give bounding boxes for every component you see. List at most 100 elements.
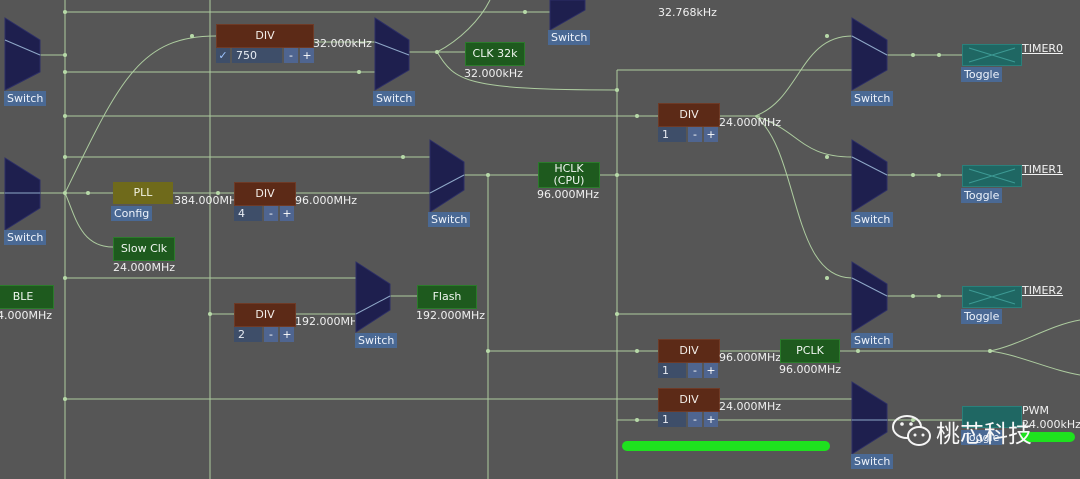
wechat-icon bbox=[890, 410, 934, 450]
switch-label[interactable]: Switch bbox=[4, 91, 47, 106]
div-ratio-control: 1 - + bbox=[658, 363, 718, 378]
increment-button[interactable]: + bbox=[704, 127, 718, 142]
div-ratio-control: 1 - + bbox=[658, 412, 718, 427]
div-block: DIV bbox=[216, 24, 314, 48]
increment-button[interactable]: + bbox=[704, 412, 718, 427]
decrement-button[interactable]: - bbox=[284, 48, 298, 63]
div-block: DIV bbox=[234, 182, 296, 206]
switch-label[interactable]: Switch bbox=[851, 212, 894, 227]
check-icon[interactable]: ✓ bbox=[216, 48, 230, 63]
timer2-block bbox=[962, 286, 1022, 308]
decrement-button[interactable]: - bbox=[264, 327, 278, 342]
increment-button[interactable]: + bbox=[280, 327, 294, 342]
switch-label[interactable]: Switch bbox=[851, 454, 894, 469]
decrement-button[interactable]: - bbox=[688, 127, 702, 142]
div-ratio-control: 2 - + bbox=[234, 327, 294, 342]
timer1-label: TIMER1 bbox=[1022, 163, 1064, 176]
pll-output-freq: 384.000MHz bbox=[174, 194, 234, 207]
ble-freq: 24.000MHz bbox=[0, 309, 53, 322]
hclk-freq: 96.000MHz bbox=[537, 188, 600, 201]
div-output-freq: 24.000MHz bbox=[719, 400, 782, 413]
div-ratio-value[interactable]: 1 bbox=[658, 412, 686, 427]
flash-freq: 192.000MHz bbox=[416, 309, 486, 322]
slow-clk-freq: 24.000MHz bbox=[113, 261, 176, 274]
ble-block: BLE bbox=[0, 285, 54, 309]
mux-shape bbox=[549, 0, 586, 31]
slow-clk-block: Slow Clk bbox=[113, 237, 175, 261]
div-output-freq: 96.000MHz bbox=[719, 351, 782, 364]
mux-internal-paths bbox=[4, 35, 888, 421]
mux-shape bbox=[851, 261, 888, 333]
progress-bar-fill bbox=[1020, 432, 1075, 442]
mux-shape bbox=[851, 17, 888, 91]
timer-icon bbox=[968, 289, 1016, 305]
switch-label[interactable]: Switch bbox=[373, 91, 416, 106]
mux-shape bbox=[851, 381, 888, 455]
freq-readout-32768: 32.768kHz bbox=[658, 6, 717, 19]
mux-shape bbox=[374, 17, 410, 91]
timer1-toggle-button[interactable]: Toggle bbox=[961, 188, 1003, 203]
timer-icon bbox=[968, 47, 1016, 63]
progress-bar-fill bbox=[622, 441, 830, 451]
switch-label[interactable]: Switch bbox=[851, 333, 894, 348]
mux-shape bbox=[355, 261, 391, 333]
timer0-toggle-button[interactable]: Toggle bbox=[961, 67, 1003, 82]
div-ratio-value[interactable]: 1 bbox=[658, 127, 686, 142]
pwm-freq: 24.000kHz bbox=[1022, 418, 1080, 431]
mux-shape bbox=[4, 157, 41, 231]
pwm-toggle-button[interactable]: Toggle bbox=[961, 430, 1003, 445]
timer-icon bbox=[968, 168, 1016, 184]
multiplexers bbox=[4, 0, 888, 455]
timer0-label: TIMER0 bbox=[1022, 42, 1064, 55]
pwm-label: PWM bbox=[1022, 404, 1050, 417]
div-ratio-value[interactable]: 1 bbox=[658, 363, 686, 378]
switch-label[interactable]: Switch bbox=[851, 91, 894, 106]
pclk-block: PCLK bbox=[780, 339, 840, 363]
increment-button[interactable]: + bbox=[704, 363, 718, 378]
decrement-button[interactable]: - bbox=[688, 412, 702, 427]
div-ratio-value[interactable]: 750 bbox=[232, 48, 282, 63]
flash-block: Flash bbox=[417, 285, 477, 309]
switch-label[interactable]: Switch bbox=[428, 212, 471, 227]
pclk-freq: 96.000MHz bbox=[779, 363, 842, 376]
div-ratio-value[interactable]: 4 bbox=[234, 206, 262, 221]
div-ratio-value[interactable]: 2 bbox=[234, 327, 262, 342]
div-output-freq: 192.000MHz bbox=[295, 315, 355, 328]
pll-block: PLL bbox=[113, 182, 173, 204]
timer2-label: TIMER2 bbox=[1022, 284, 1064, 297]
mux-shape bbox=[429, 139, 465, 213]
div-block: DIV bbox=[658, 103, 720, 127]
pwm-block bbox=[962, 406, 1022, 428]
clk32k-block: CLK 32k bbox=[465, 42, 525, 66]
timer1-block bbox=[962, 165, 1022, 187]
div-block: DIV bbox=[234, 303, 296, 327]
div-output-freq: 32.000kHz bbox=[313, 37, 372, 50]
pll-config-button[interactable]: Config bbox=[111, 206, 153, 221]
div-block: DIV bbox=[658, 388, 720, 412]
decrement-button[interactable]: - bbox=[688, 363, 702, 378]
progress-track bbox=[1020, 432, 1075, 442]
increment-button[interactable]: + bbox=[300, 48, 314, 63]
div-output-freq: 96.000MHz bbox=[295, 194, 358, 207]
increment-button[interactable]: + bbox=[280, 206, 294, 221]
hclk-block: HCLK (CPU) bbox=[538, 162, 600, 188]
timer2-toggle-button[interactable]: Toggle bbox=[961, 309, 1003, 324]
watermark-text: 桃芯科技 bbox=[936, 420, 1032, 448]
div-ratio-control: 1 - + bbox=[658, 127, 718, 142]
mux-shape bbox=[4, 17, 41, 91]
wire-junction-dots bbox=[63, 10, 992, 422]
mux-shape bbox=[851, 139, 888, 213]
div-ratio-control: 750 - + bbox=[232, 48, 314, 63]
div-block: DIV bbox=[658, 339, 720, 363]
decrement-button[interactable]: - bbox=[264, 206, 278, 221]
clk32k-freq: 32.000kHz bbox=[464, 67, 523, 80]
div-output-freq: 24.000MHz bbox=[719, 116, 782, 129]
switch-label[interactable]: Switch bbox=[4, 230, 47, 245]
switch-label[interactable]: Switch bbox=[548, 30, 591, 45]
switch-label[interactable]: Switch bbox=[355, 333, 398, 348]
timer0-block bbox=[962, 44, 1022, 66]
div-ratio-control: 4 - + bbox=[234, 206, 294, 221]
progress-track bbox=[622, 441, 830, 451]
